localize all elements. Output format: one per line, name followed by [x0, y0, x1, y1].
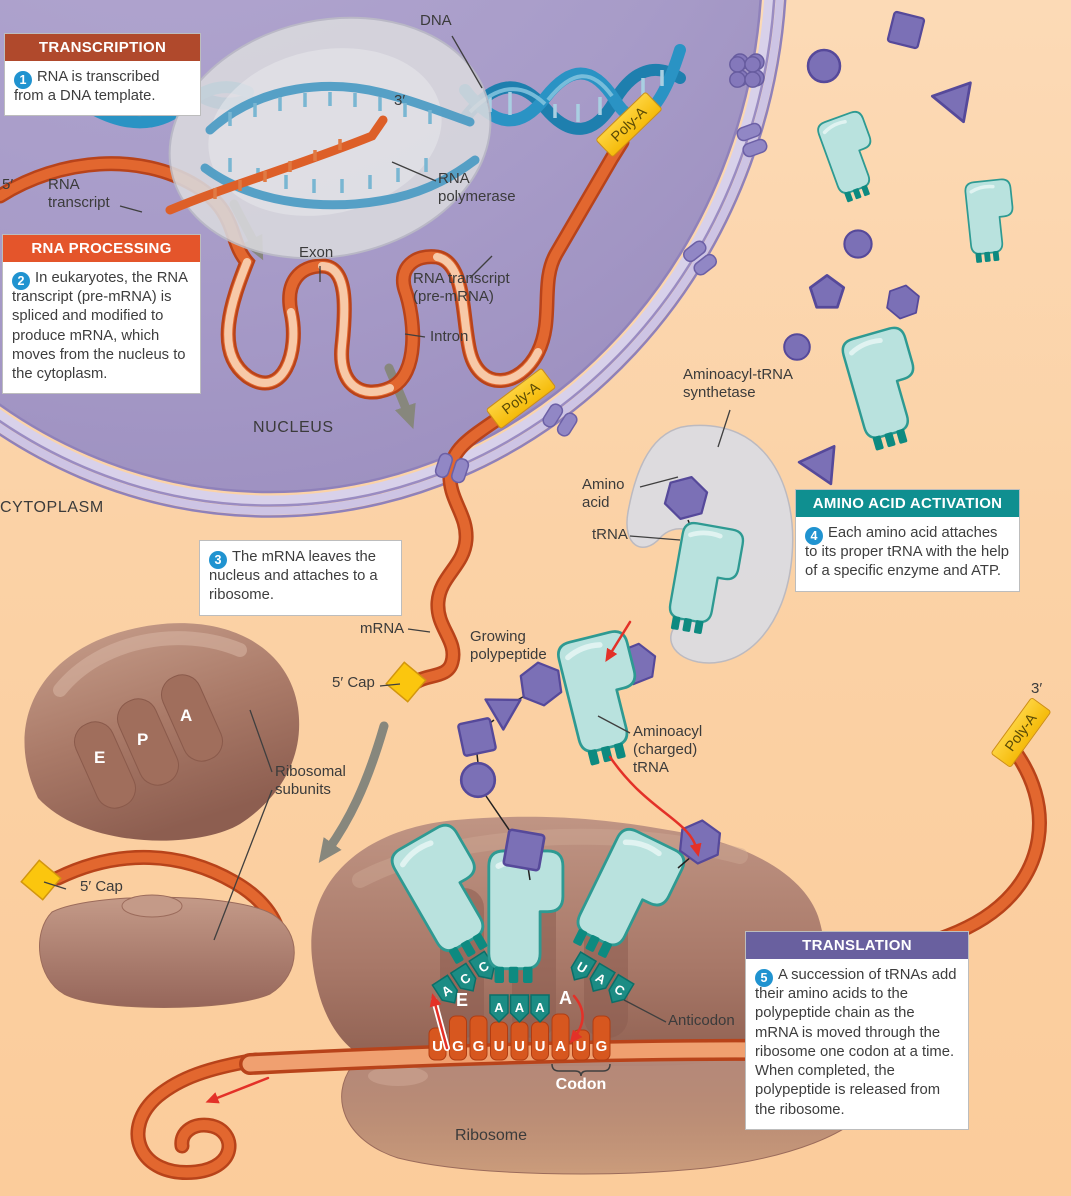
anticodon-letter: A [515, 1000, 525, 1015]
p-site-letter: P [137, 730, 149, 749]
codon-brace [551, 1063, 611, 1077]
pre-mrna-label: RNA transcript (pre-mRNA) [413, 270, 510, 305]
aminoacyl-trna-label: Aminoacyl (charged) tRNA [633, 723, 703, 776]
codon-letter: A [555, 1038, 566, 1055]
intron-segment [318, 262, 394, 396]
trna-a-site: U A C [567, 825, 688, 1008]
trna-p-site: A A A [489, 851, 563, 1023]
anticodon-letter: A [535, 1000, 545, 1015]
transcription-title: TRANSCRIPTION [5, 34, 200, 61]
step-badge-3: 3 [209, 551, 227, 570]
mrna-export-text: The mRNA leaves the nucleus and attaches… [209, 549, 378, 604]
pre-mrna-ribbon [0, 134, 630, 400]
red-arrows [205, 620, 702, 1104]
codon-letter: U [514, 1038, 525, 1055]
rna-processing-text: In eukaryotes, the RNA transcript (pre-m… [12, 270, 188, 383]
aminoacyl-synthetase-label: Aminoacyl-tRNA synthetase [683, 366, 793, 401]
five-prime-label: 5′ [2, 176, 14, 193]
amino-acid-label: Amino acid [582, 476, 625, 511]
ribosomal-subunits-label: Ribosomal subunits [275, 763, 346, 798]
amino-acid-activation-title: AMINO ACID ACTIVATION [796, 490, 1019, 517]
five-prime-caps [20, 661, 427, 901]
ribosome-label: Ribosome [455, 1127, 528, 1144]
anticodon-letter: A [494, 1000, 504, 1015]
translation-text: A succession of tRNAs add their amino ac… [755, 967, 957, 1118]
intron-segment [224, 258, 298, 387]
growing-polypeptide-chain [456, 658, 723, 881]
codon-label: Codon [555, 1076, 607, 1093]
codon-letter: G [596, 1038, 608, 1055]
ribosomal-subunit-small [39, 894, 295, 1008]
rna-polymerase-blob [165, 16, 492, 260]
e-site-letter: E [94, 748, 106, 767]
codon-letter: U [535, 1038, 546, 1055]
codon-letter: U [494, 1038, 505, 1055]
three-prime-label: 3′ [394, 92, 406, 109]
step-badge-2: 2 [12, 272, 30, 291]
aminoacyl-trna-synthetase [626, 424, 794, 664]
five-cap-label: 5′ Cap [80, 878, 123, 895]
anticodon-label: Anticodon [668, 1012, 735, 1029]
e-site-letter: E [456, 990, 469, 1010]
ribosomal-subunit-large [24, 623, 300, 841]
cytoplasm-label: CYTOPLASM [0, 499, 104, 516]
mrna-label: mRNA [360, 620, 405, 637]
translation-title: TRANSLATION [746, 932, 968, 959]
rna-polymerase-label: RNA polymerase [438, 170, 516, 205]
growing-polypeptide-label: Growing polypeptide [470, 628, 547, 663]
leader-lines [43, 35, 731, 1077]
step-badge-5: 5 [755, 969, 773, 988]
amino-acid-activation-text: Each amino acid attaches to its proper t… [805, 525, 1009, 580]
five-cap-diamond [20, 859, 62, 901]
nucleus-label: NUCLEUS [253, 419, 334, 436]
rna-processing-title: RNA PROCESSING [3, 235, 200, 262]
exon-label: Exon [299, 244, 334, 261]
codon-letter: G [452, 1038, 464, 1055]
intron-segment [433, 253, 542, 385]
step-badge-1: 1 [14, 71, 32, 90]
trna-label: tRNA [592, 526, 628, 543]
a-site-letter: A [559, 988, 572, 1008]
rna-transcript-label: RNA transcript [48, 176, 110, 211]
nascent-rna [165, 115, 388, 215]
codon-letter: U [576, 1038, 587, 1055]
codon-letter: G [473, 1038, 485, 1055]
five-cap-label: 5′ Cap [332, 674, 375, 691]
trna-e-site: A C C [387, 821, 513, 1009]
dna-label: DNA [420, 12, 452, 29]
five-cap-diamond [385, 661, 427, 703]
a-site-letter: A [180, 706, 193, 725]
step-badge-4: 4 [805, 527, 823, 546]
three-prime-label: 3′ [1031, 680, 1043, 697]
charged-trna [556, 629, 658, 767]
intron-label: Intron [430, 328, 469, 345]
transcription-text: RNA is transcribed from a DNA template. [14, 69, 160, 105]
codon-letter: U [432, 1038, 443, 1055]
free-trnas [813, 107, 1020, 452]
